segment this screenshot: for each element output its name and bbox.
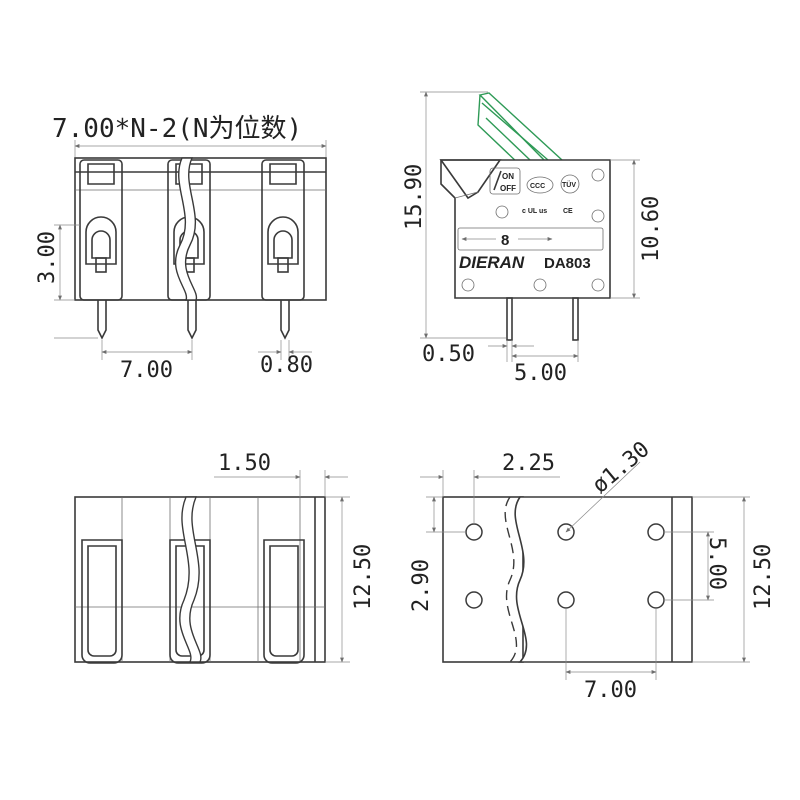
ccc-mark: CCC (530, 183, 545, 190)
side-housing (440, 159, 611, 299)
front-dim-pitch: 7.00 (120, 358, 173, 383)
on-off-switch: ON OFF (489, 167, 521, 195)
side-dim-pin-spacing: 5.00 (514, 361, 567, 386)
bottom-dim-hole-rows: 5.00 (704, 537, 729, 590)
front-housing (74, 157, 327, 301)
model-number: DA803 (544, 255, 591, 272)
top-break-line (179, 496, 202, 663)
certification-marks: CCC TÜV c UL us CE (522, 174, 580, 215)
release-lever (477, 92, 564, 166)
bottom-dim-pitch: 7.00 (584, 678, 637, 703)
side-rivets (461, 168, 605, 292)
top-module-1 (81, 497, 123, 664)
side-dim-pin-thickness: 0.50 (422, 342, 475, 367)
side-pins (506, 297, 579, 341)
bottom-dim-edge-y: 2.90 (409, 559, 434, 612)
side-dim-total-height: 15.90 (402, 164, 427, 230)
tuv-mark: TÜV (562, 180, 576, 189)
switch-off-label: OFF (500, 184, 516, 193)
front-dim-pin-width: 0.80 (260, 353, 313, 378)
bottom-housing-right (514, 496, 693, 663)
side-dim-body-height: 10.60 (639, 196, 664, 262)
wire-gauge-label: 8 (501, 232, 509, 249)
front-pins (97, 300, 290, 340)
front-view-title: 7.00*N-2(N为位数) (52, 114, 302, 144)
front-dim-height: 3.00 (35, 231, 60, 284)
bottom-dim-depth: 12.50 (751, 544, 776, 610)
top-module-3 (257, 497, 305, 664)
front-module-3 (261, 159, 305, 301)
bottom-dim-edge-x: 2.25 (502, 451, 555, 476)
ul-mark: c UL us (522, 208, 547, 215)
top-view: 1.50 12.50 (74, 451, 376, 664)
brand-name: DIERAN (459, 253, 525, 272)
switch-on-label: ON (502, 172, 514, 181)
top-dim-wall: 1.50 (218, 451, 271, 476)
bottom-break-line (504, 496, 518, 663)
ce-mark: CE (563, 208, 573, 215)
bottom-dim-hole-diameter: ø1.30 (588, 437, 655, 499)
top-housing (74, 496, 326, 663)
bottom-view: 2.25 ø1.30 2.90 5.00 12.50 7.00 (409, 437, 776, 703)
front-view: 7.00*N-2(N为位数) (35, 114, 327, 383)
side-view: ON OFF CCC TÜV c UL us CE 8 DIERAN DA803 (402, 91, 664, 386)
bottom-housing-left (442, 496, 524, 663)
front-module-1 (79, 159, 123, 301)
top-dim-depth: 12.50 (351, 544, 376, 610)
